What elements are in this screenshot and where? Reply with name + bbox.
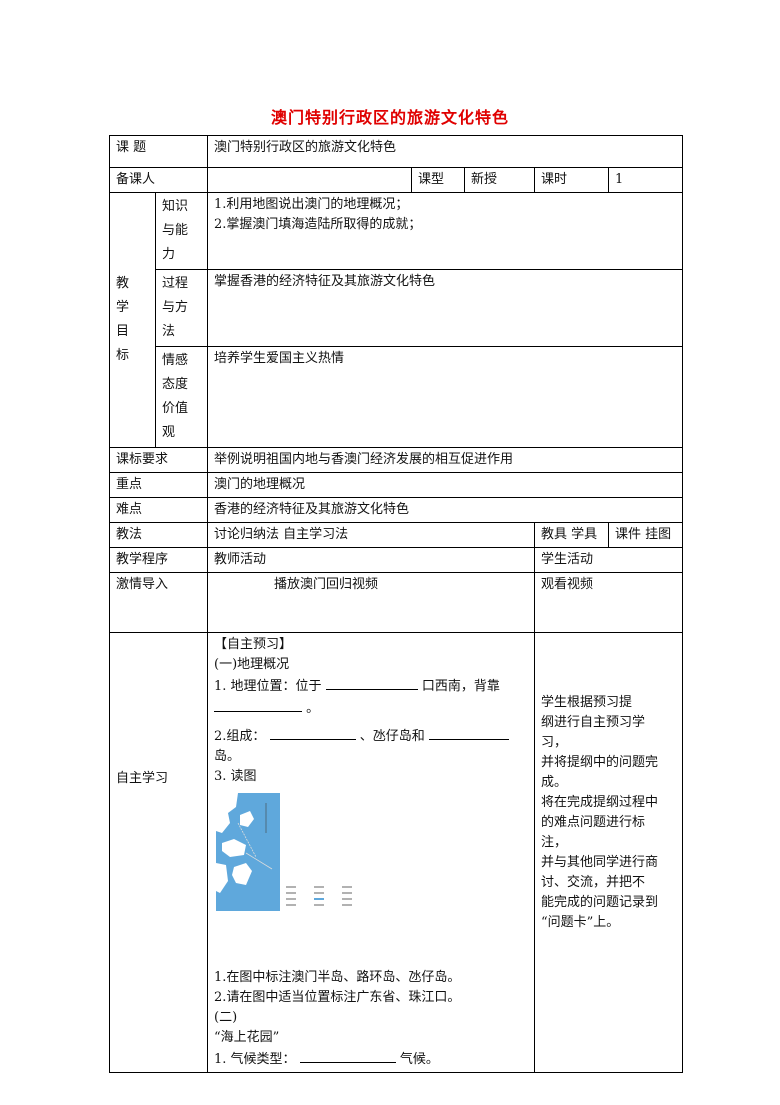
method-label: 教法 [108, 522, 209, 548]
self-study-student: 学生根据预习提 纲进行自主预习学 习， 并将提纲中的问题完 成。 将在完成提纲过… [534, 632, 684, 1073]
section-two: (二) [214, 1010, 238, 1025]
lesson-plan-table: 课 题 澳门特别行政区的旅游文化特色 备课人 课型 新授 课时 1 教 学 目 … [108, 135, 684, 1073]
topic-row: 课 题 澳门特别行政区的旅游文化特色 [108, 135, 684, 168]
key-value: 澳门的地理概况 [207, 472, 684, 498]
key-label: 重点 [108, 472, 209, 498]
blank-climate[interactable] [299, 1048, 396, 1063]
type-label: 课型 [411, 167, 466, 193]
method-value: 讨论归纳法 自主学习法 [207, 522, 536, 548]
intro-teacher: 播放澳门回归视频 [207, 572, 536, 633]
teacher-activity-header: 教师活动 [207, 547, 536, 573]
preparer-label: 备课人 [108, 167, 209, 193]
task-label-islands: 1.在图中标注澳门半岛、路环岛、氹仔岛。 [214, 970, 461, 985]
procedure-header: 教学程序 [108, 547, 209, 573]
key-row: 重点 澳门的地理概况 [108, 472, 684, 498]
intro-label: 激情导入 [108, 572, 209, 633]
task-label-province: 2.请在图中适当位置标注广东省、珠江口。 [214, 990, 461, 1005]
emotion-label: 情感 态度 价值 观 [154, 346, 209, 448]
standard-row: 课标要求 举例说明祖国内地与香澳门经济发展的相互促进作用 [108, 447, 684, 473]
hours-label: 课时 [534, 167, 610, 193]
process-value: 掌握香港的经济特征及其旅游文化特色 [207, 269, 684, 347]
self-study-teacher: 【自主预习】 (一)地理概况 1. 地理位置：位于 口西南，背靠 。 2.组成：… [207, 632, 536, 1073]
question-composition: 2.组成： 、氹仔岛和 岛。 [214, 725, 528, 767]
intro-row: 激情导入 播放澳门回归视频 观看视频 [108, 572, 684, 633]
hours-value: 1 [608, 167, 684, 193]
page-title: 澳门特别行政区的旅游文化特色 [270, 108, 509, 127]
preparer-value [207, 167, 413, 193]
emotion-value: 培养学生爱国主义热情 [207, 346, 684, 448]
topic-value: 澳门特别行政区的旅游文化特色 [207, 135, 684, 168]
blank-island[interactable] [428, 725, 509, 740]
map-legend [286, 886, 353, 906]
objectives-label: 教 学 目 标 [109, 192, 156, 448]
difficulty-row: 难点 香港的经济特征及其旅游文化特色 [108, 497, 684, 523]
emotion-row: 情感 态度 价值 观 培养学生爱国主义热情 [110, 346, 684, 448]
topic-label: 课 题 [108, 135, 209, 168]
self-study-heading: 【自主预习】 [214, 637, 293, 652]
sea-garden-heading: “海上花园” [214, 1030, 280, 1045]
student-activity-header: 学生活动 [534, 547, 684, 573]
difficulty-label: 难点 [108, 497, 209, 523]
knowledge-value: 1.利用地图说出澳门的地理概况； 2.掌握澳门填海造陆所取得的成就； [207, 192, 684, 270]
blank-location[interactable] [325, 675, 418, 690]
intro-student: 观看视频 [534, 572, 684, 633]
question-location-cont: 。 [214, 697, 528, 719]
knowledge-row: 教 学 目 标 知识 与能 力 1.利用地图说出澳门的地理概况； 2.掌握澳门填… [109, 192, 684, 448]
knowledge-label: 知识 与能 力 [154, 192, 209, 270]
method-row: 教法 讨论归纳法 自主学习法 教具 学具 课件 挂图 [108, 522, 684, 548]
question-location: 1. 地理位置：位于 口西南，背靠 [214, 675, 528, 697]
process-label: 过程 与方 法 [154, 269, 209, 347]
tools-value: 课件 挂图 [608, 522, 684, 548]
self-study-row: 自主学习 【自主预习】 (一)地理概况 1. 地理位置：位于 口西南，背靠 。 … [108, 632, 684, 1073]
tools-label: 教具 学具 [534, 522, 610, 548]
procedure-header-row: 教学程序 教师活动 学生活动 [108, 547, 684, 573]
type-value: 新授 [464, 167, 536, 193]
difficulty-value: 香港的经济特征及其旅游文化特色 [207, 497, 684, 523]
question-climate: 1. 气候类型： 气候。 [214, 1048, 528, 1070]
macau-map [216, 793, 281, 911]
standard-value: 举例说明祖国内地与香澳门经济发展的相互促进作用 [207, 447, 684, 473]
question-read-map: 3. 读图 [214, 769, 257, 784]
standard-label: 课标要求 [108, 447, 209, 473]
process-row: 过程 与方 法 掌握香港的经济特征及其旅游文化特色 [110, 269, 684, 347]
blank-peninsula[interactable] [269, 725, 356, 740]
section-geography: (一)地理概况 [214, 657, 290, 672]
intro-teacher-text: 播放澳门回归视频 [274, 577, 379, 592]
blank-backing[interactable] [214, 697, 303, 712]
preparer-row: 备课人 课型 新授 课时 1 [108, 167, 684, 193]
self-study-label: 自主学习 [108, 632, 209, 1073]
